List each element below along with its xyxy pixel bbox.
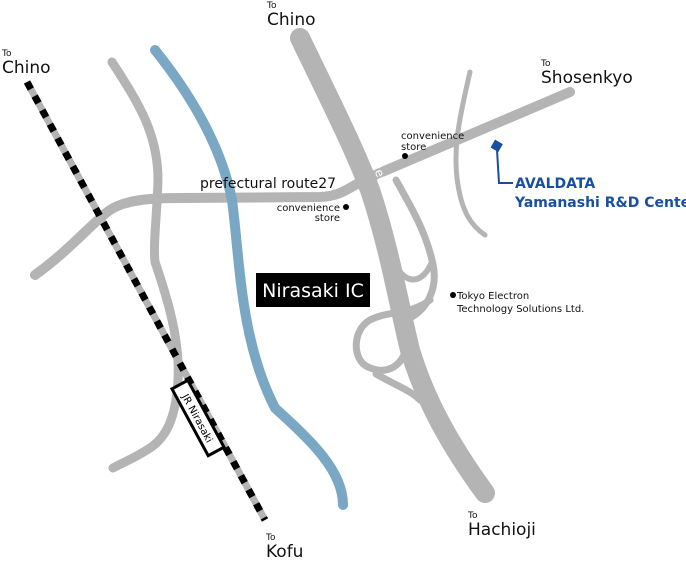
route-27 bbox=[30, 87, 575, 280]
to-label: To bbox=[266, 1, 277, 11]
river bbox=[150, 45, 348, 510]
to-label: To bbox=[540, 59, 551, 69]
target-name: AVALDATA bbox=[515, 176, 595, 192]
tel-line1: Tokyo Electron bbox=[456, 291, 529, 302]
dest-hachioji: Hachioji bbox=[468, 520, 536, 540]
tel-line2: Technology Solutions Ltd. bbox=[456, 304, 584, 315]
store2-line1: convenience bbox=[277, 203, 340, 214]
route27-label: prefectural route27 bbox=[200, 176, 336, 192]
store2-line2: store bbox=[315, 213, 340, 224]
avaldata-marker[interactable]: AVALDATA Yamanashi R&D Center bbox=[490, 139, 686, 211]
ic-label: Nirasaki IC bbox=[262, 280, 364, 302]
to-label: To bbox=[1, 49, 12, 59]
to-label: To bbox=[265, 533, 276, 543]
north-road bbox=[453, 69, 488, 238]
nirasaki-ic[interactable]: Nirasaki IC bbox=[256, 273, 370, 307]
location-pin-icon bbox=[490, 139, 503, 152]
store-dot-icon bbox=[343, 204, 349, 210]
central-expressway bbox=[290, 28, 495, 503]
dest-chino-top: Chino bbox=[267, 10, 316, 30]
to-label: To bbox=[467, 511, 478, 521]
store-dot-icon bbox=[402, 153, 408, 159]
store1-line2: store bbox=[401, 142, 426, 153]
left-road bbox=[107, 57, 183, 473]
tel-dot-icon bbox=[450, 292, 456, 298]
dest-chino-left: Chino bbox=[2, 58, 51, 78]
target-subname: Yamanashi R&D Center bbox=[514, 195, 686, 211]
dest-kofu: Kofu bbox=[266, 542, 303, 562]
dest-shosenkyo: Shosenkyo bbox=[541, 68, 633, 88]
store1-line1: convenience bbox=[401, 131, 464, 142]
